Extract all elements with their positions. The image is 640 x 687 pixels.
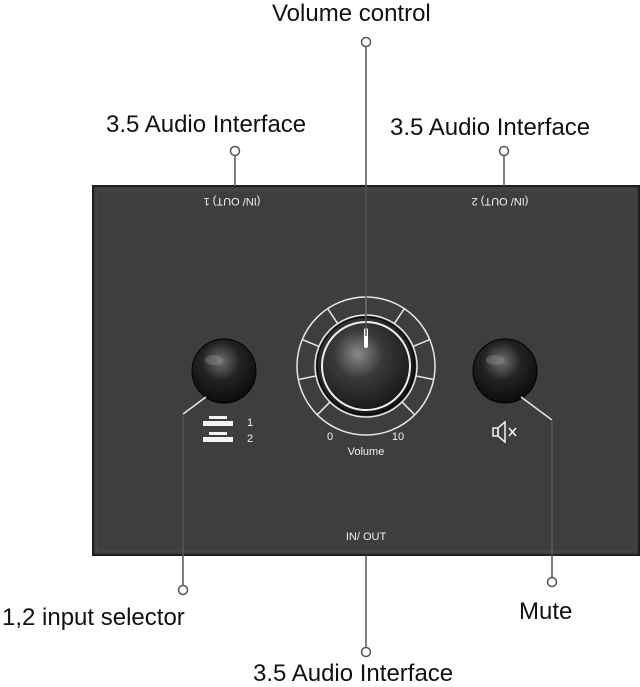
- mute-button[interactable]: [472, 338, 538, 404]
- volume-scale-tick: [316, 401, 331, 416]
- port1-label: (IN/ OUT) 1: [204, 195, 261, 207]
- mute-label: Mute: [519, 598, 573, 625]
- volume-scale-tick: [301, 338, 320, 348]
- input-switch-icon: [203, 416, 233, 442]
- selector-option-1: 1: [247, 417, 253, 429]
- audio-right-callout-line: [498, 145, 510, 186]
- volume-control-callout-line: [360, 36, 372, 336]
- knob-max-label: 10: [392, 431, 404, 443]
- volume-scale-tick: [298, 375, 317, 381]
- volume-control-label: Volume control: [272, 0, 431, 27]
- audio-bottom-callout-line: [360, 555, 372, 658]
- knob-label: Volume: [348, 446, 385, 458]
- mute-callout-line: [520, 396, 558, 588]
- port2-label: (IN/ OUT) 2: [472, 195, 529, 207]
- input-selector-label: 1,2 input selector: [2, 604, 185, 631]
- selector-callout-line: [177, 396, 207, 596]
- audio-interface-right-label: 3.5 Audio Interface: [390, 114, 591, 141]
- audio-left-callout-line: [229, 145, 241, 186]
- volume-scale-tick: [401, 401, 416, 416]
- volume-scale-tick: [327, 308, 339, 325]
- audio-interface-bottom-label: 3.5 Audio Interface: [253, 660, 454, 687]
- selector-option-2: 2: [247, 433, 253, 445]
- bottom-port-label: IN/ OUT: [346, 531, 387, 543]
- volume-scale-tick: [415, 375, 434, 381]
- input-selector-button[interactable]: [191, 338, 257, 404]
- knob-min-label: 0: [327, 431, 333, 443]
- volume-scale-tick: [412, 338, 431, 348]
- audio-interface-left-label: 3.5 Audio Interface: [106, 111, 307, 138]
- volume-scale-tick: [393, 308, 405, 325]
- speaker-muted-icon: [492, 420, 517, 444]
